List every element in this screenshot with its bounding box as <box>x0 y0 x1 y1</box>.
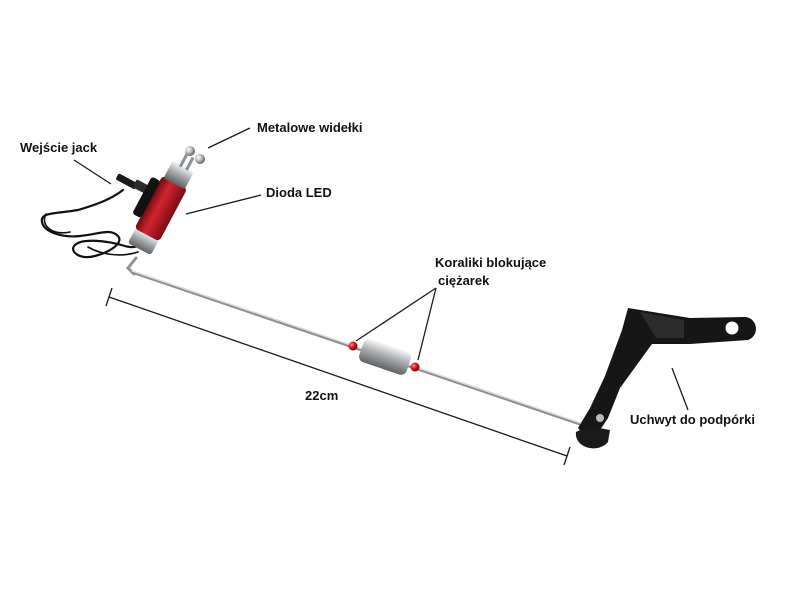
label-metal-fork: Metalowe widełki <box>257 120 363 135</box>
leader-fork <box>207 127 251 149</box>
indicator-head <box>128 153 195 255</box>
bottom-cap <box>128 228 159 255</box>
dimension-line <box>105 287 571 466</box>
holder-bracket <box>575 308 756 449</box>
cable <box>40 188 147 259</box>
leader-led <box>185 194 262 215</box>
fork-balls <box>185 146 205 164</box>
leader-jack <box>73 159 112 185</box>
bead-right <box>410 362 420 372</box>
leader-holder <box>671 367 689 411</box>
leader-bead-right <box>417 287 437 361</box>
leader-lines <box>73 127 689 411</box>
jack-plug <box>116 173 149 193</box>
weight-cylinder <box>359 339 411 375</box>
label-beads-line1: Koraliki blokujące <box>435 255 547 270</box>
led-housing <box>135 176 186 241</box>
holder-hole <box>725 321 739 335</box>
leader-bead-left <box>355 287 437 342</box>
label-jack-input: Wejście jack <box>20 140 98 155</box>
label-holder: Uchwyt do podpórki <box>630 412 755 427</box>
label-led-diode: Dioda LED <box>266 185 332 200</box>
sliding-weight <box>348 339 420 375</box>
label-length: 22cm <box>305 388 339 403</box>
side-clip <box>133 177 160 218</box>
bead-left <box>348 341 358 351</box>
label-beads-line2: ciężarek <box>438 273 490 288</box>
